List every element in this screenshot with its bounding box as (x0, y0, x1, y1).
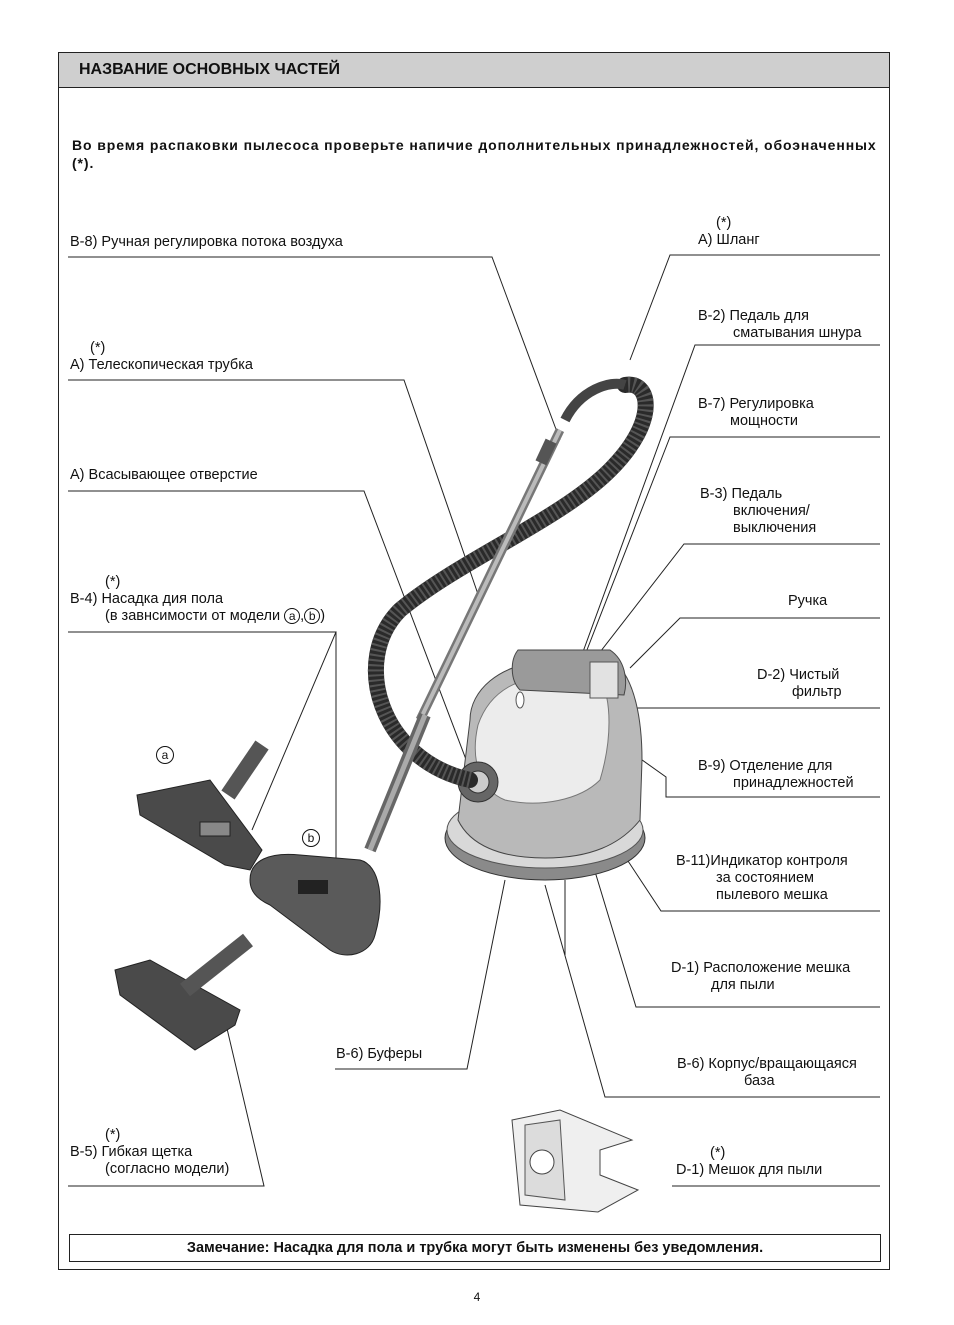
label-on-off-pedal: B-3) Педаль включения/ выключения (700, 486, 817, 536)
label-suction-inlet: A) Всасывающее отверстие (70, 467, 258, 483)
label-buffers: B-6) Буферы (336, 1046, 423, 1062)
label-bag-location: D-1) Расположение мешка для пыли (671, 960, 851, 993)
page-number: 4 (473, 1290, 481, 1304)
notice-box: Замечание: Насадка для пола и трубка мог… (69, 1234, 881, 1262)
label-hose: (*) A) Шланг (698, 215, 760, 248)
hose-graphic (368, 376, 654, 788)
label-telescopic-tube: (*) A) Телескопическая трубка (70, 340, 253, 373)
optional-mark: (*) (105, 1127, 121, 1143)
vacuum-body (444, 649, 646, 881)
section-title: НАЗВАНИЕ ОСНОВНЫХ ЧАСТЕЙ (79, 61, 341, 78)
section-header: НАЗВАНИЕ ОСНОВНЫХ ЧАСТЕЙ (58, 52, 890, 88)
label-cord-rewind-pedal: B-2) Педаль для сматывания шнура (698, 308, 862, 341)
label-accessory-compartment: B-9) Отделение для принадлежностей (698, 758, 854, 791)
label-airflow-control: B-8) Ручная регулировка потока воздуха (70, 234, 343, 250)
optional-mark: (*) (710, 1145, 726, 1161)
optional-mark: (*) (105, 574, 121, 590)
callout-a: a (156, 746, 174, 764)
label-power-control: B-7) Регулировка мощности (698, 396, 814, 429)
label-floor-nozzle: (*) B-4) Насадка дия пола (в завнсимости… (70, 574, 326, 624)
label-flexible-brush: (*) B-5) Гибкая щетка (согласно модели) (70, 1127, 230, 1177)
label-bag-indicator: B-11)Индикатор контроля за состоянием пы… (676, 853, 848, 903)
callout-b: b (302, 829, 320, 847)
model-a-badge: a (284, 608, 301, 624)
label-body-base: B-6) Корпус/вращающаяся база (677, 1056, 857, 1089)
model-b-badge: b (304, 608, 321, 624)
optional-mark: (*) (90, 340, 106, 356)
label-clean-filter: D-2) Чистый фильтр (757, 667, 842, 700)
optional-mark: (*) (716, 215, 732, 231)
intro-text: Во время распаковки пылесоса проверьте н… (72, 137, 877, 171)
label-dust-bag: (*) D-1) Мешок для пыли (676, 1145, 823, 1178)
label-handle: Ручка (788, 593, 828, 609)
